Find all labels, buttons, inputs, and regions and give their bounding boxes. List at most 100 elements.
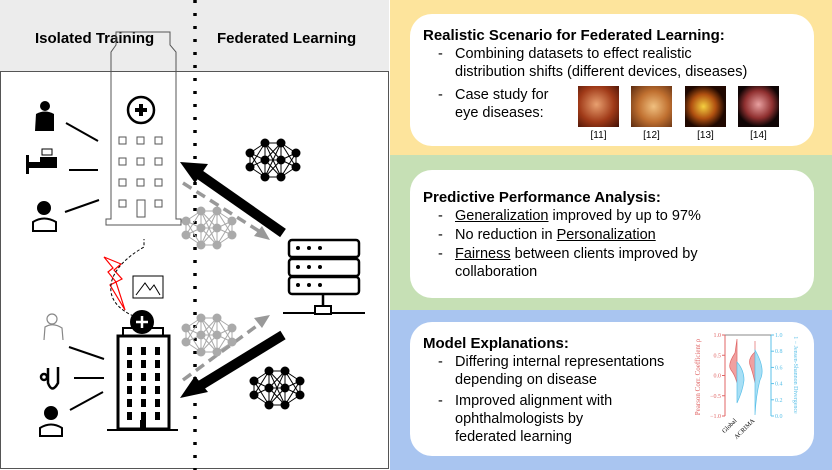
door	[136, 199, 146, 218]
left-header: Isolated Training Federated Learning	[0, 0, 389, 72]
server-led	[318, 246, 322, 250]
server-led	[307, 265, 311, 269]
server-led	[318, 283, 322, 287]
window	[118, 136, 127, 145]
illustration	[26, 0, 365, 470]
window	[155, 386, 160, 394]
dashed-transfer-arrow	[110, 239, 145, 319]
bullet-cont: ophthalmologists by	[455, 411, 584, 427]
explanations-card	[410, 322, 814, 456]
window	[155, 347, 160, 355]
hospital-outline-icon	[105, 31, 182, 226]
violin-mini-plot: Pearson Corr. Coefficient ρ 1 − Jensen-S…	[694, 333, 798, 441]
server-led	[318, 265, 322, 269]
left-tick: 1.0	[714, 333, 722, 339]
performance-card	[410, 170, 814, 298]
patient-arm-sling-icon	[35, 101, 54, 131]
ref-13: [13]	[697, 130, 714, 141]
left-tick: 0.0	[714, 374, 722, 380]
server-led	[296, 246, 300, 250]
window	[127, 386, 132, 394]
window	[118, 178, 127, 187]
left-tick: −1.0	[710, 414, 721, 420]
left-tick: −0.5	[710, 394, 721, 400]
window	[127, 399, 132, 407]
bullet: -Case study for	[438, 87, 549, 103]
door	[140, 420, 146, 430]
fundus-image-11	[578, 86, 619, 127]
server-led	[307, 246, 311, 250]
neural-network-faded-icon	[181, 206, 237, 250]
right-tick: 0.8	[775, 349, 783, 355]
server-led	[307, 283, 311, 287]
male-doctor-icon	[39, 406, 63, 437]
neural-network-icon	[245, 138, 301, 182]
window	[141, 386, 146, 394]
left-axis-label: Pearson Corr. Coefficient ρ	[694, 338, 702, 415]
bullet: -No reduction in Personalization	[438, 227, 656, 243]
window	[155, 412, 160, 420]
window	[141, 360, 146, 368]
right-tick: 0.6	[775, 365, 783, 371]
window	[136, 157, 145, 166]
window	[141, 399, 146, 407]
scenario-title: Realistic Scenario for Federated Learnin…	[423, 27, 725, 44]
bullet-cont: federated learning	[455, 429, 572, 445]
window	[127, 360, 132, 368]
violin-global-left	[729, 338, 738, 384]
bullet: -Fairness between clients improved by	[438, 246, 698, 262]
window	[141, 373, 146, 381]
right-axis-label: 1 − Jensen-Shannon Divergence	[792, 336, 798, 414]
neural-network-faded-icon	[181, 313, 237, 357]
fundus-image-13	[685, 86, 726, 127]
window	[141, 412, 146, 420]
local-update-arrow-down	[181, 320, 264, 382]
bullet: -Differing internal representations	[438, 354, 665, 370]
window	[155, 399, 160, 407]
performance-title: Predictive Performance Analysis:	[423, 189, 661, 206]
bullet: -Improved alignment with	[438, 393, 613, 409]
bullet-cont: depending on disease	[455, 372, 597, 388]
window	[118, 157, 127, 166]
right-tick: 1.0	[775, 333, 783, 339]
window	[118, 199, 127, 208]
right-tick: 0.4	[775, 382, 783, 388]
right-tick: 0.2	[775, 398, 783, 404]
window	[141, 347, 146, 355]
female-doctor-icon	[32, 201, 57, 232]
server-led	[296, 283, 300, 287]
server-led	[296, 265, 300, 269]
window	[154, 178, 163, 187]
window	[127, 347, 132, 355]
violin-acrima-left	[749, 341, 756, 384]
lightning-icon	[103, 256, 126, 311]
bullet: -Generalization improved by up to 97%	[438, 208, 701, 224]
image-icon	[132, 275, 164, 299]
window	[154, 157, 163, 166]
window	[136, 136, 145, 145]
explanations-title: Model Explanations:	[423, 335, 569, 352]
ref-11: [11]	[590, 130, 607, 141]
isolated-training-label: Isolated Training	[35, 30, 155, 47]
neural-network-icon	[249, 366, 305, 410]
window	[136, 178, 145, 187]
bullet: -Combining datasets to effect realistic	[438, 46, 692, 62]
stethoscope-icon	[39, 367, 60, 390]
window	[155, 373, 160, 381]
window	[127, 373, 132, 381]
federated-learning-label: Federated Learning	[217, 30, 357, 47]
window	[127, 412, 132, 420]
ref-14: [14]	[750, 130, 767, 141]
violin-acrima-right	[754, 348, 763, 416]
bullet-cont: collaboration	[455, 264, 538, 280]
window	[154, 199, 163, 208]
hospital-filled-icon	[107, 310, 178, 431]
hospital-windows	[118, 136, 163, 218]
window	[155, 360, 160, 368]
server-icon	[283, 238, 365, 315]
global-model-arrow-down	[190, 330, 286, 395]
fundus-image-14	[738, 86, 779, 127]
violin-global-right	[736, 361, 745, 404]
bullet-cont: distribution shifts (different devices, …	[455, 64, 748, 80]
